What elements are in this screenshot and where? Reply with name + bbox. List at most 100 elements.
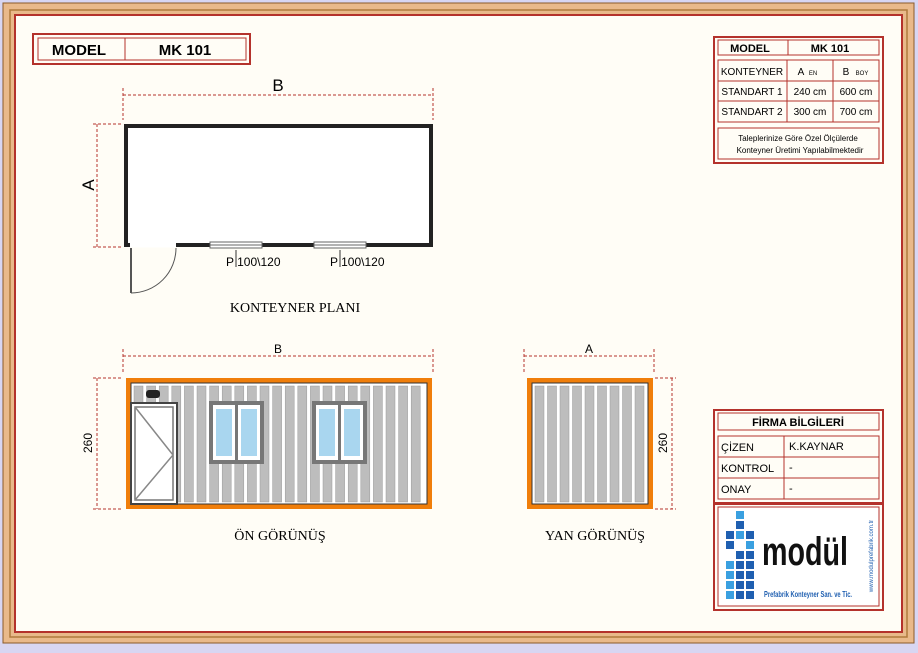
wall-panel [534, 385, 545, 503]
logo-square [736, 571, 744, 579]
front-door-light [146, 390, 160, 398]
wall-panel [622, 385, 632, 503]
logo-square [726, 591, 734, 599]
spec-row2-name: STANDART 2 [721, 107, 783, 118]
logo-website: www.modulprefabrik.com.tr [869, 520, 875, 593]
logo-square [736, 511, 744, 519]
spec-model-value: MK 101 [811, 43, 850, 55]
logo-square [726, 561, 734, 569]
title-block-inner [37, 37, 247, 61]
side-title: YAN GÖRÜNÜŞ [545, 527, 645, 544]
logo-square [736, 561, 744, 569]
front-window-1 [209, 401, 264, 464]
spec-table: MODEL MK 101 KONTEYNER A EN B BOY STANDA… [713, 36, 884, 164]
spec-row1-name: STANDART 1 [721, 87, 783, 98]
wall-panel [597, 385, 607, 503]
company-grid [717, 435, 880, 500]
logo-square [746, 591, 754, 599]
wall-panel [547, 385, 557, 503]
logo-square [746, 561, 754, 569]
logo-wordmark: modül [762, 530, 848, 574]
company-row3-label: ONAY [721, 484, 752, 496]
plan-title: KONTEYNER PLANI [230, 301, 361, 316]
spec-col-b-sub: BOY [856, 71, 869, 77]
logo-square [746, 581, 754, 589]
logo-square [736, 591, 744, 599]
spec-note-line2: Konteyner Üretimi Yapılabilmektedir [737, 146, 864, 155]
logo-square [746, 531, 754, 539]
plan-dim-a: A [79, 179, 98, 191]
side-view: A 260 YAN GÖRÜNÜŞ [523, 342, 676, 544]
logo-tagline: Prefabrik Konteyner San. ve Tic. [764, 589, 852, 599]
wall-panel [398, 385, 408, 503]
model-value: MK 101 [159, 42, 212, 59]
wall-panel [297, 385, 308, 503]
logo-square [736, 581, 744, 589]
wall-panel [373, 385, 383, 503]
wall-panel [184, 385, 194, 503]
logo-square [746, 571, 754, 579]
wall-panel [634, 385, 645, 503]
spec-col-a-sub: EN [809, 71, 817, 77]
front-dim-height: 260 [81, 433, 95, 453]
front-door [130, 402, 178, 505]
wall-panel [385, 385, 396, 503]
wall-panel [284, 385, 295, 503]
wall-panel [196, 385, 207, 503]
plan-door-swing [130, 247, 177, 294]
company-row1-label: ÇİZEN [721, 441, 754, 454]
side-dim-a: A [585, 342, 593, 356]
plan-window-1-label: P 100\120 [226, 255, 281, 269]
logo-square [736, 531, 744, 539]
spec-model-row [717, 39, 880, 56]
spec-row1-a: 240 cm [794, 87, 827, 98]
wall-panel [559, 385, 570, 503]
logo-block: modül Prefabrik Konteyner San. ve Tic. w… [713, 502, 884, 611]
front-door-swing [134, 406, 174, 501]
logo-mark-icon [726, 511, 754, 599]
logo-square [726, 571, 734, 579]
wall-panel [609, 385, 620, 503]
plan-container-outline [124, 124, 433, 247]
model-label: MODEL [52, 42, 106, 59]
company-row2-label: KONTROL [721, 463, 774, 475]
front-window-2 [312, 401, 367, 464]
plan-dim-b: B [272, 76, 283, 95]
logo-square [736, 551, 744, 559]
front-view: B 260 ÖN GÖRÜNÜŞ [81, 342, 434, 544]
spec-col-head: KONTEYNER [721, 67, 783, 78]
title-block-outer [32, 33, 251, 65]
side-panels [534, 385, 645, 503]
logo-square [726, 541, 734, 549]
plan-window-2-label: P 100\120 [330, 255, 385, 269]
wall-panel [272, 385, 282, 503]
spec-row2-a: 300 cm [794, 107, 827, 118]
spec-row1-b: 600 cm [840, 87, 873, 98]
front-title: ÖN GÖRÜNÜŞ [234, 527, 325, 544]
company-header-box [717, 412, 880, 431]
spec-grid [717, 59, 880, 123]
title-block: MODEL MK 101 [32, 33, 251, 65]
logo-block-inner [717, 506, 880, 607]
company-header: FİRMA BİLGİLERİ [752, 416, 844, 429]
plan-view: B A P 100\120 P 100\120 KONTEYNER PLANI [79, 76, 434, 316]
frame-line [9, 9, 908, 638]
spec-note-line1: Taleplerinize Göre Özel Ölçülerde [738, 134, 858, 143]
spec-col-a: A [798, 67, 805, 78]
spec-col-b: B [843, 67, 850, 78]
wall-panel [584, 385, 595, 503]
logo-square [746, 541, 754, 549]
spec-note-box [717, 127, 880, 160]
wall-panel [572, 385, 582, 503]
front-dim-b: B [274, 342, 282, 356]
spec-table-outer [713, 36, 884, 164]
spec-model-label: MODEL [730, 43, 770, 55]
logo-square [726, 531, 734, 539]
logo-square [746, 551, 754, 559]
company-row3-value: - [789, 483, 793, 495]
logo-block-outer [713, 502, 884, 611]
side-dim-height: 260 [656, 433, 670, 453]
spec-row2-b: 700 cm [840, 107, 873, 118]
